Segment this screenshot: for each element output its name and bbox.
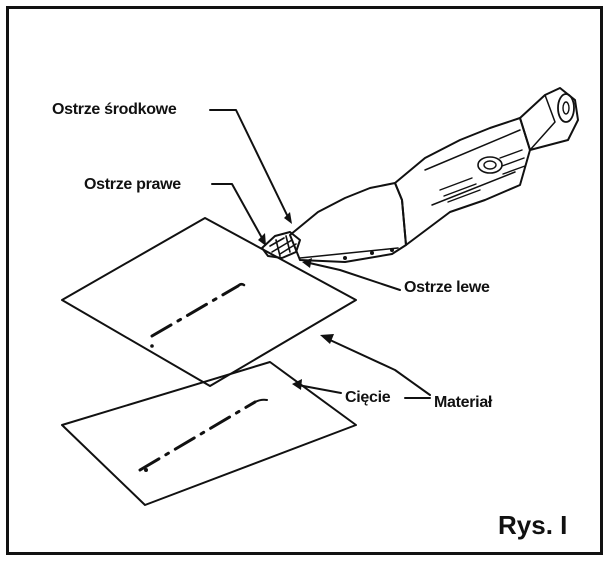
figure-frame: [6, 6, 603, 555]
lower-material-sheet: [61, 361, 357, 506]
leader-lines: [209, 109, 431, 399]
figure-caption: Rys. I: [498, 510, 567, 540]
air-shear-tool: [289, 87, 579, 263]
blades: [261, 231, 301, 259]
cut-label: Cięcie: [345, 389, 391, 406]
material-label: Materiał: [434, 394, 493, 411]
center-blade-label: Ostrze środkowe: [52, 101, 177, 118]
upper-material-sheet: [61, 217, 357, 387]
left-blade-label: Ostrze lewe: [404, 279, 490, 296]
right-blade-label: Ostrze prawe: [84, 176, 181, 193]
